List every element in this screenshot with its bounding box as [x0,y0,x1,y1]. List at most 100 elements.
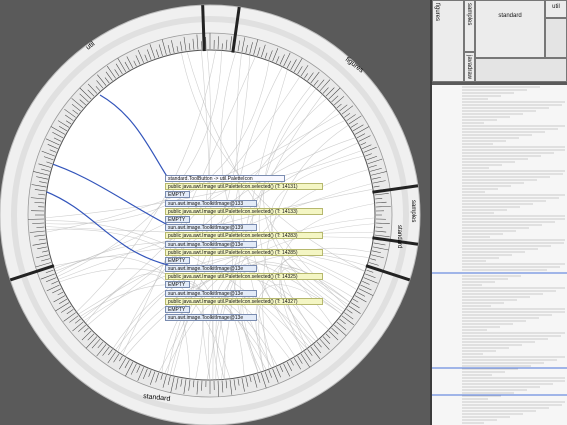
class-label-tick[interactable] [105,71,113,81]
class-label-tick[interactable] [257,47,261,57]
class-label-tick[interactable] [106,65,116,79]
class-label-tick[interactable] [229,36,232,51]
class-label-tick[interactable] [87,83,98,94]
class-label-tick[interactable] [331,95,339,103]
class-label-tick[interactable] [72,109,79,115]
highlighted-edge[interactable] [40,159,169,226]
class-label-tick[interactable] [272,48,279,62]
class-label-tick[interactable] [362,281,370,285]
class-label-tick[interactable] [371,254,384,259]
class-label-tick[interactable] [32,222,45,224]
class-label-tick[interactable] [253,375,258,388]
class-label-tick[interactable] [149,371,156,385]
class-label-tick[interactable] [286,60,292,69]
class-label-tick[interactable] [41,150,55,157]
class-label-tick[interactable] [375,205,391,208]
class-label-tick[interactable] [124,61,130,71]
class-label-tick[interactable] [135,55,141,65]
class-label-tick[interactable] [334,324,347,336]
class-label-tick[interactable] [36,176,48,180]
class-label-tick[interactable] [52,288,62,294]
class-label-tick[interactable] [264,52,268,59]
class-label-tick[interactable] [37,246,48,250]
class-label-tick[interactable] [133,60,137,67]
class-label-tick[interactable] [375,201,387,204]
class-label-tick[interactable] [237,378,240,386]
class-label-tick[interactable] [293,357,301,370]
class-label-tick[interactable] [249,376,252,383]
class-label-tick[interactable] [375,222,390,224]
class-label-tick[interactable] [83,327,89,333]
class-label-tick[interactable] [34,234,46,237]
class-label-tick[interactable] [85,336,98,349]
class-label-tick[interactable] [108,349,113,356]
class-label-tick[interactable] [313,79,319,86]
class-label-tick[interactable] [46,284,60,292]
class-label-tick[interactable] [79,93,89,103]
highlighted-edge[interactable] [42,189,169,266]
class-label-tick[interactable] [261,372,267,389]
class-label-tick[interactable] [45,138,60,146]
class-label-tick[interactable] [354,126,370,135]
class-label-tick[interactable] [71,98,84,109]
class-label-tick[interactable] [372,176,381,180]
class-label-tick[interactable] [290,359,294,366]
class-label-tick[interactable] [358,135,371,142]
class-label-tick[interactable] [245,45,248,53]
class-label-tick[interactable] [261,44,266,58]
class-label-ring[interactable] [28,33,391,397]
class-label-tick[interactable] [57,120,70,128]
class-label-tick[interactable] [374,234,390,238]
class-label-tick[interactable] [102,346,110,356]
class-label-tick[interactable] [229,379,233,395]
class-label-tick[interactable] [38,193,46,196]
class-label-tick[interactable] [373,185,380,188]
treemap-cell-standard[interactable]: standard [475,0,545,58]
class-label-tick[interactable] [91,339,101,349]
class-label-tick[interactable] [297,355,303,364]
class-label-tick[interactable] [81,330,92,341]
class-label-tick[interactable] [344,312,354,320]
class-label-tick[interactable] [370,167,382,172]
treemap-cell-misc[interactable] [475,58,567,82]
class-label-tick[interactable] [346,309,353,314]
class-label-tick[interactable] [249,42,253,54]
class-label-tick[interactable] [59,126,68,132]
class-label-tick[interactable] [136,365,141,373]
class-label-tick[interactable] [79,87,92,100]
class-label-tick[interactable] [360,142,367,146]
class-label-tick[interactable] [304,351,312,362]
class-label-tick[interactable] [348,115,362,125]
class-label-tick[interactable] [368,164,377,168]
class-label-tick[interactable] [74,318,81,324]
class-label-tick[interactable] [41,258,50,262]
class-label-tick[interactable] [149,44,156,59]
class-label-tick[interactable] [237,40,241,52]
class-label-tick[interactable] [328,330,339,341]
class-label-tick[interactable] [304,73,308,79]
class-label-tick[interactable] [334,96,345,106]
class-label-tick[interactable] [57,291,64,296]
class-label-tick[interactable] [373,242,386,246]
class-label-tick[interactable] [130,363,137,375]
class-label-tick[interactable] [183,379,187,395]
class-label-tick[interactable] [316,79,325,89]
class-label-tick[interactable] [124,359,130,369]
class-label-tick[interactable] [95,86,101,91]
treemap-cell-javadraw[interactable]: javadraw [464,52,475,82]
class-label-tick[interactable] [319,79,331,91]
class-label-tick[interactable] [69,315,79,323]
class-label-tick[interactable] [161,39,167,55]
class-label-tick[interactable] [180,378,183,387]
class-label-tick[interactable] [51,281,58,285]
class-label-tick[interactable] [322,87,329,94]
class-label-tick[interactable] [29,230,45,233]
class-label-tick[interactable] [268,370,272,378]
class-label-tick[interactable] [354,295,367,303]
class-label-tick[interactable] [33,171,49,176]
class-label-tick[interactable] [371,171,387,176]
class-label-tick[interactable] [146,49,152,60]
class-label-tick[interactable] [253,39,259,55]
class-label-tick[interactable] [55,302,70,312]
class-label-tick[interactable] [96,80,104,89]
